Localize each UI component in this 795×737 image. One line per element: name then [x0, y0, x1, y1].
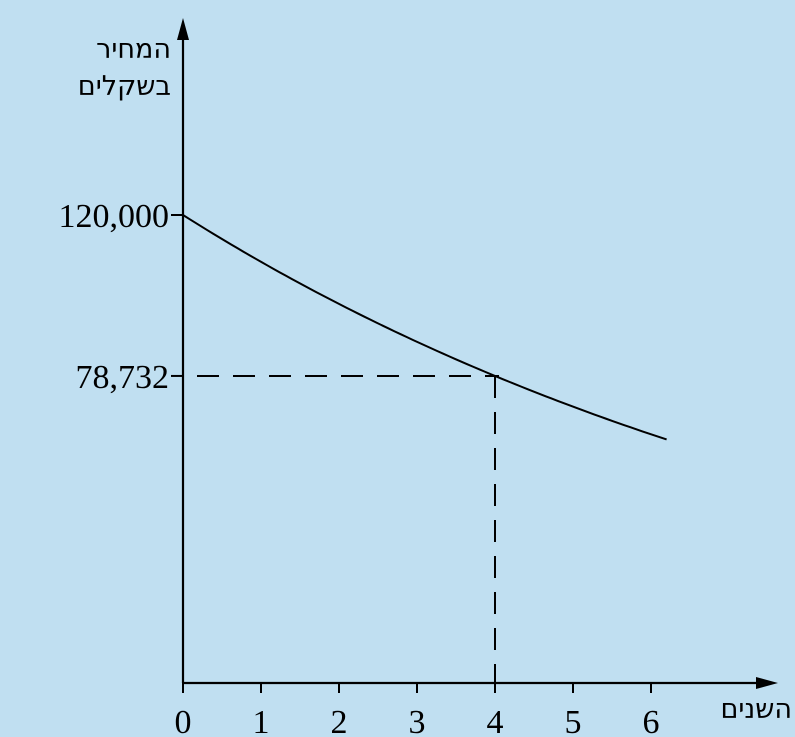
series-curve — [182, 214, 667, 441]
y-axis-title-line-2: בשקלים — [78, 71, 171, 102]
x-tick-label-5: 5 — [565, 704, 582, 737]
axes — [177, 18, 778, 689]
y-axis-arrow — [177, 18, 189, 40]
y-tick-label-0: 120,000 — [59, 198, 170, 235]
x-ticks: 0 1 2 3 4 5 6 — [175, 682, 660, 737]
x-tick-label-6: 6 — [643, 704, 660, 737]
x-axis-title: השנים — [720, 694, 792, 725]
x-axis-arrow — [756, 677, 778, 689]
y-axis-title-line-1: המחיר — [96, 34, 171, 65]
x-tick-label-3: 3 — [409, 704, 426, 737]
x-tick-label-1: 1 — [253, 704, 270, 737]
guide-lines — [197, 374, 499, 683]
y-tick-label-1: 78,732 — [76, 359, 170, 396]
x-tick-label-4: 4 — [487, 704, 504, 737]
x-tick-label-2: 2 — [331, 704, 348, 737]
y-ticks: 120,000 78,732 — [59, 198, 183, 396]
x-tick-label-0: 0 — [175, 704, 192, 737]
